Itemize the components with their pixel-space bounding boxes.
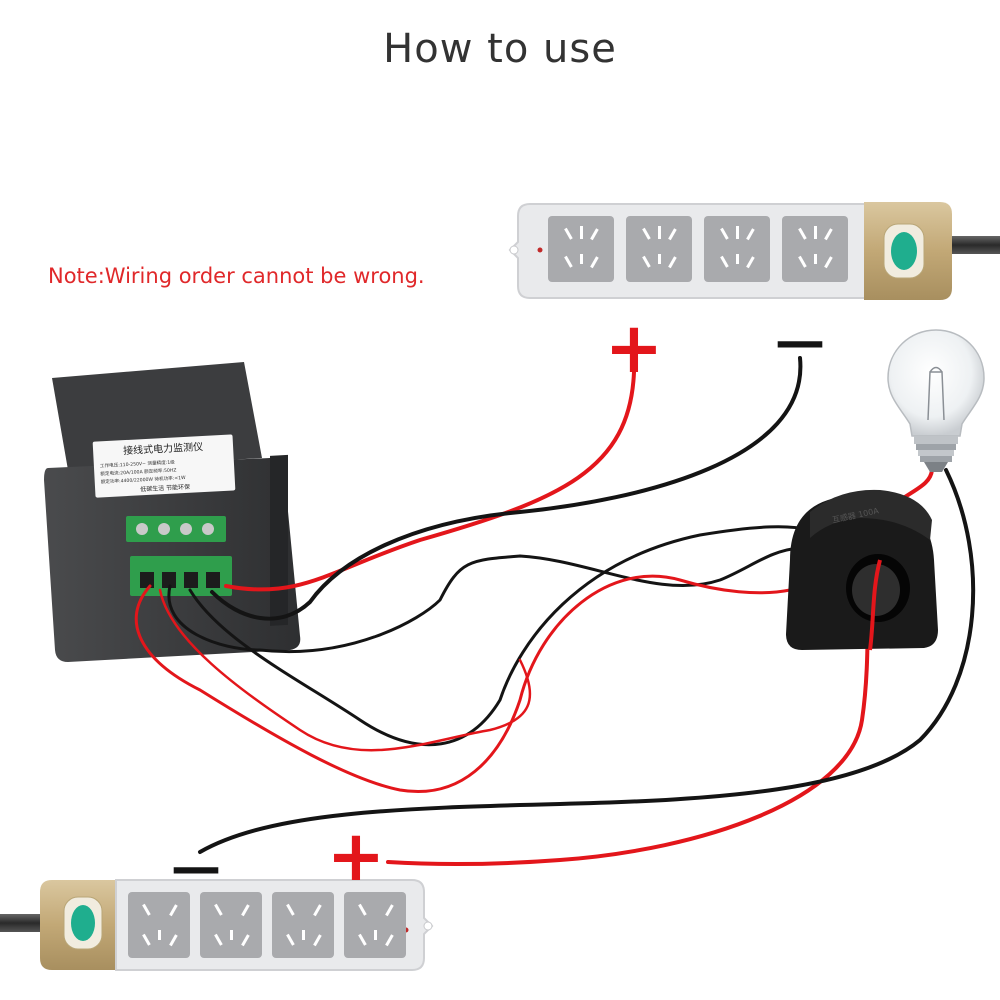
meter-label-line2: 额定电流:20A/100A 额定频率:50HZ xyxy=(100,466,176,477)
wire-meter-red-loop xyxy=(134,574,792,793)
wire-meter-red-bulb xyxy=(158,588,532,752)
ct-sensor-top-face xyxy=(810,489,932,540)
meter-label-line3: 额定功率:4400/22000W 待机功率:<1W xyxy=(101,474,187,485)
bottom-socket-3 xyxy=(272,892,334,958)
bottom-socket-4 xyxy=(344,892,406,958)
top-strip-hang-hole xyxy=(509,245,519,255)
bottom-plus-symbol: + xyxy=(327,815,386,897)
wiring-note: Note:Wiring order cannot be wrong. xyxy=(48,264,425,288)
bottom-strip-hang-hole xyxy=(423,921,433,931)
top-strip-indicator xyxy=(537,247,543,253)
ct-sensor: 互感器 100A xyxy=(786,489,938,650)
wire-meter-black-loop xyxy=(167,546,802,653)
top-strip-cord xyxy=(940,236,1000,254)
top-socket-3 xyxy=(704,216,770,282)
bottom-socket-2 xyxy=(200,892,262,958)
meter-terminal-block-top xyxy=(126,516,226,542)
bulb-base xyxy=(914,436,958,472)
top-socket-4 xyxy=(782,216,848,282)
meter-spec-label: 接线式电力监测仪 工作电压:110-250V~ 测量精度:1级 额定电流:20A… xyxy=(92,434,236,498)
meter-label-line1: 工作电压:110-250V~ 测量精度:1级 xyxy=(100,458,176,469)
wire-top-plus-red xyxy=(224,370,636,592)
bulb-glass xyxy=(887,329,985,437)
top-plus-symbol: + xyxy=(605,307,664,389)
meter-label-title: 接线式电力监测仪 xyxy=(123,440,204,457)
top-socket-2 xyxy=(626,216,692,282)
light-bulb xyxy=(887,329,985,472)
bulb-filament xyxy=(927,366,945,421)
bottom-power-strip xyxy=(0,879,434,971)
meter-terminal-block-bottom xyxy=(130,556,232,596)
top-power-strip xyxy=(508,202,1000,300)
bottom-strip-cord xyxy=(0,914,50,932)
meter-side-shadow xyxy=(270,454,288,626)
wire-through-ct xyxy=(868,559,882,651)
top-switch-button[interactable] xyxy=(891,232,917,270)
wire-meter-black-down xyxy=(188,525,812,747)
wire-bulb-black-down xyxy=(198,468,976,854)
meter-label-footer: 低碳生活 节能环保 xyxy=(140,483,190,494)
bottom-minus-symbol: — xyxy=(171,838,221,896)
page-title: How to use xyxy=(383,26,617,72)
top-socket-1 xyxy=(548,216,614,282)
bottom-socket-1 xyxy=(128,892,190,958)
top-minus-symbol: — xyxy=(775,312,825,370)
wire-top-minus-black xyxy=(210,356,803,621)
bottom-switch-button[interactable] xyxy=(71,905,95,941)
